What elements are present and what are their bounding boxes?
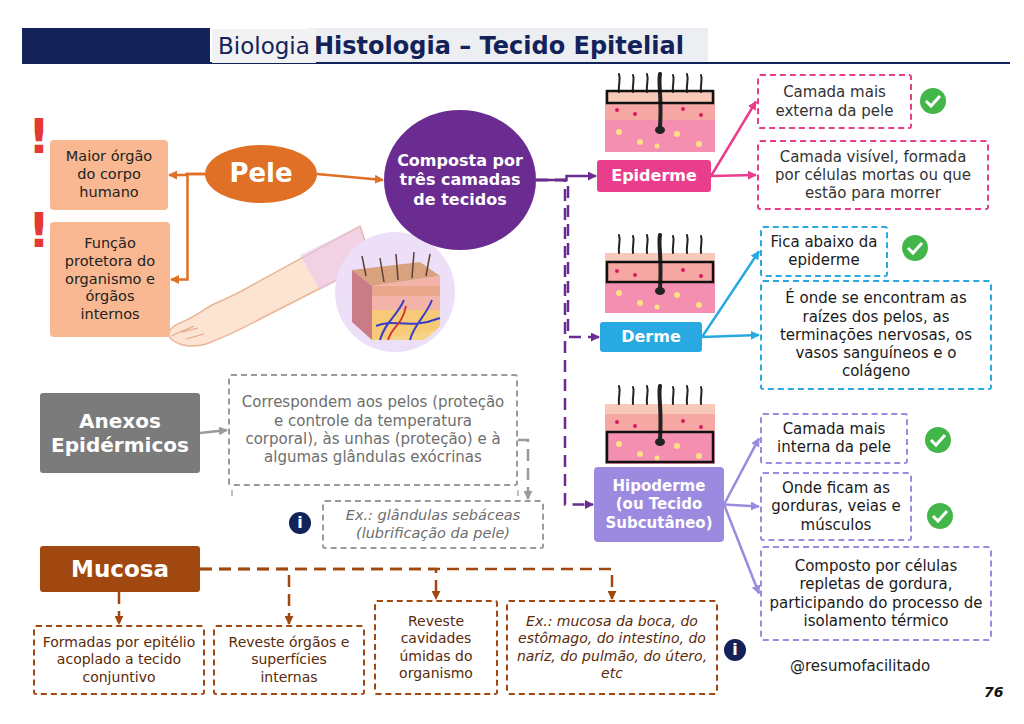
node-text: Mucosa [71, 555, 169, 583]
info-icon: i [289, 512, 311, 534]
node-text: Epiderme [611, 166, 697, 186]
connector [200, 430, 227, 433]
node-text: Anexos Epidérmicos [46, 409, 194, 458]
example-box: Ex.: mucosa da boca, do estômago, do int… [506, 600, 718, 695]
node-text: Composta por três camadas de tecidos [396, 151, 524, 210]
node-text: Camada visível, formada por células mort… [765, 148, 981, 203]
note-box: Camada mais interna da pele [760, 413, 908, 464]
connector [711, 175, 756, 176]
connector [518, 440, 528, 499]
connector [724, 505, 759, 507]
note-box: Reveste órgãos e superfícies internas [213, 625, 365, 695]
alert-mark: ! [28, 206, 50, 254]
node-text: Ex.: mucosa da boca, do estômago, do int… [514, 613, 710, 681]
layer-box: Derme [600, 322, 702, 352]
connector [171, 174, 205, 280]
topic-box: Anexos Epidérmicos [40, 393, 200, 473]
connector [536, 180, 599, 337]
node-text: Maior órgão do corpo humano [56, 148, 162, 201]
node-text: Reveste órgãos e superfícies internas [221, 634, 357, 685]
node-text: É onde se encontram as raízes dos pelos,… [768, 289, 984, 380]
layer-box: Hipoderme (ou Tecido Subcutâneo) [594, 467, 724, 542]
node-text: Formadas por epitélio acoplado a tecido … [41, 634, 197, 685]
connector [118, 592, 121, 624]
note-box: Correspondem aos pelos (proteção e contr… [228, 374, 518, 486]
node-text: Derme [621, 327, 681, 347]
connector [711, 102, 756, 177]
topic-box: Mucosa [40, 546, 200, 592]
connector [317, 174, 383, 180]
note-box: Formadas por epitélio acoplado a tecido … [33, 625, 205, 695]
node-text: Reveste cavidades úmidas do organismo [382, 613, 490, 681]
layers-circle: Composta por três camadas de tecidos [384, 110, 536, 250]
connector [702, 335, 759, 337]
node-text: Onde ficam as gorduras, veias e músculos [768, 479, 904, 534]
note-box: Onde ficam as gorduras, veias e músculos [760, 472, 912, 541]
note-box: Composto por células repletas de gordura… [760, 546, 992, 641]
page-title: Histologia – Tecido Epitelial [314, 29, 684, 63]
note-box: Camada mais externa da pele [757, 74, 912, 129]
connector [702, 251, 759, 337]
node-text: Hipoderme (ou Tecido Subcutâneo) [600, 477, 718, 532]
node-text: Pele [229, 158, 292, 190]
subject-tag: Biologia [212, 29, 316, 63]
alert-mark: ! [28, 112, 50, 160]
connector [200, 569, 436, 599]
fact-box: Maior órgão do corpo humano [50, 140, 168, 210]
node-text: Fica abaixo da epiderme [768, 233, 880, 270]
connector [200, 569, 289, 624]
connector [536, 180, 593, 505]
connector [200, 569, 612, 599]
author-handle: @resumofacilitado [790, 657, 930, 675]
note-box: É onde se encontram as raízes dos pelos,… [760, 280, 992, 390]
topic-ellipse: Pele [205, 145, 317, 203]
connector [724, 505, 759, 594]
node-text: Camada mais externa da pele [765, 83, 904, 120]
node-text: Correspondem aos pelos (proteção e contr… [236, 393, 510, 466]
node-text: Camada mais interna da pele [768, 420, 900, 457]
node-text: Ex.: glândulas sebáceas (lubrificação da… [330, 507, 536, 542]
note-box: Fica abaixo da epiderme [760, 226, 888, 277]
note-box: Camada visível, formada por células mort… [757, 140, 989, 210]
node-text: Composto por células repletas de gordura… [768, 557, 984, 630]
layer-box: Epiderme [597, 160, 711, 192]
page-number: 76 [984, 684, 1003, 700]
info-icon: i [724, 639, 746, 661]
example-box: Ex.: glândulas sebáceas (lubrificação da… [322, 500, 544, 549]
connector [724, 438, 759, 504]
node-text: Função protetora do organismo e órgãos i… [56, 235, 164, 323]
fact-box: Função protetora do organismo e órgãos i… [50, 222, 170, 337]
note-box: Reveste cavidades úmidas do organismo [374, 600, 498, 695]
